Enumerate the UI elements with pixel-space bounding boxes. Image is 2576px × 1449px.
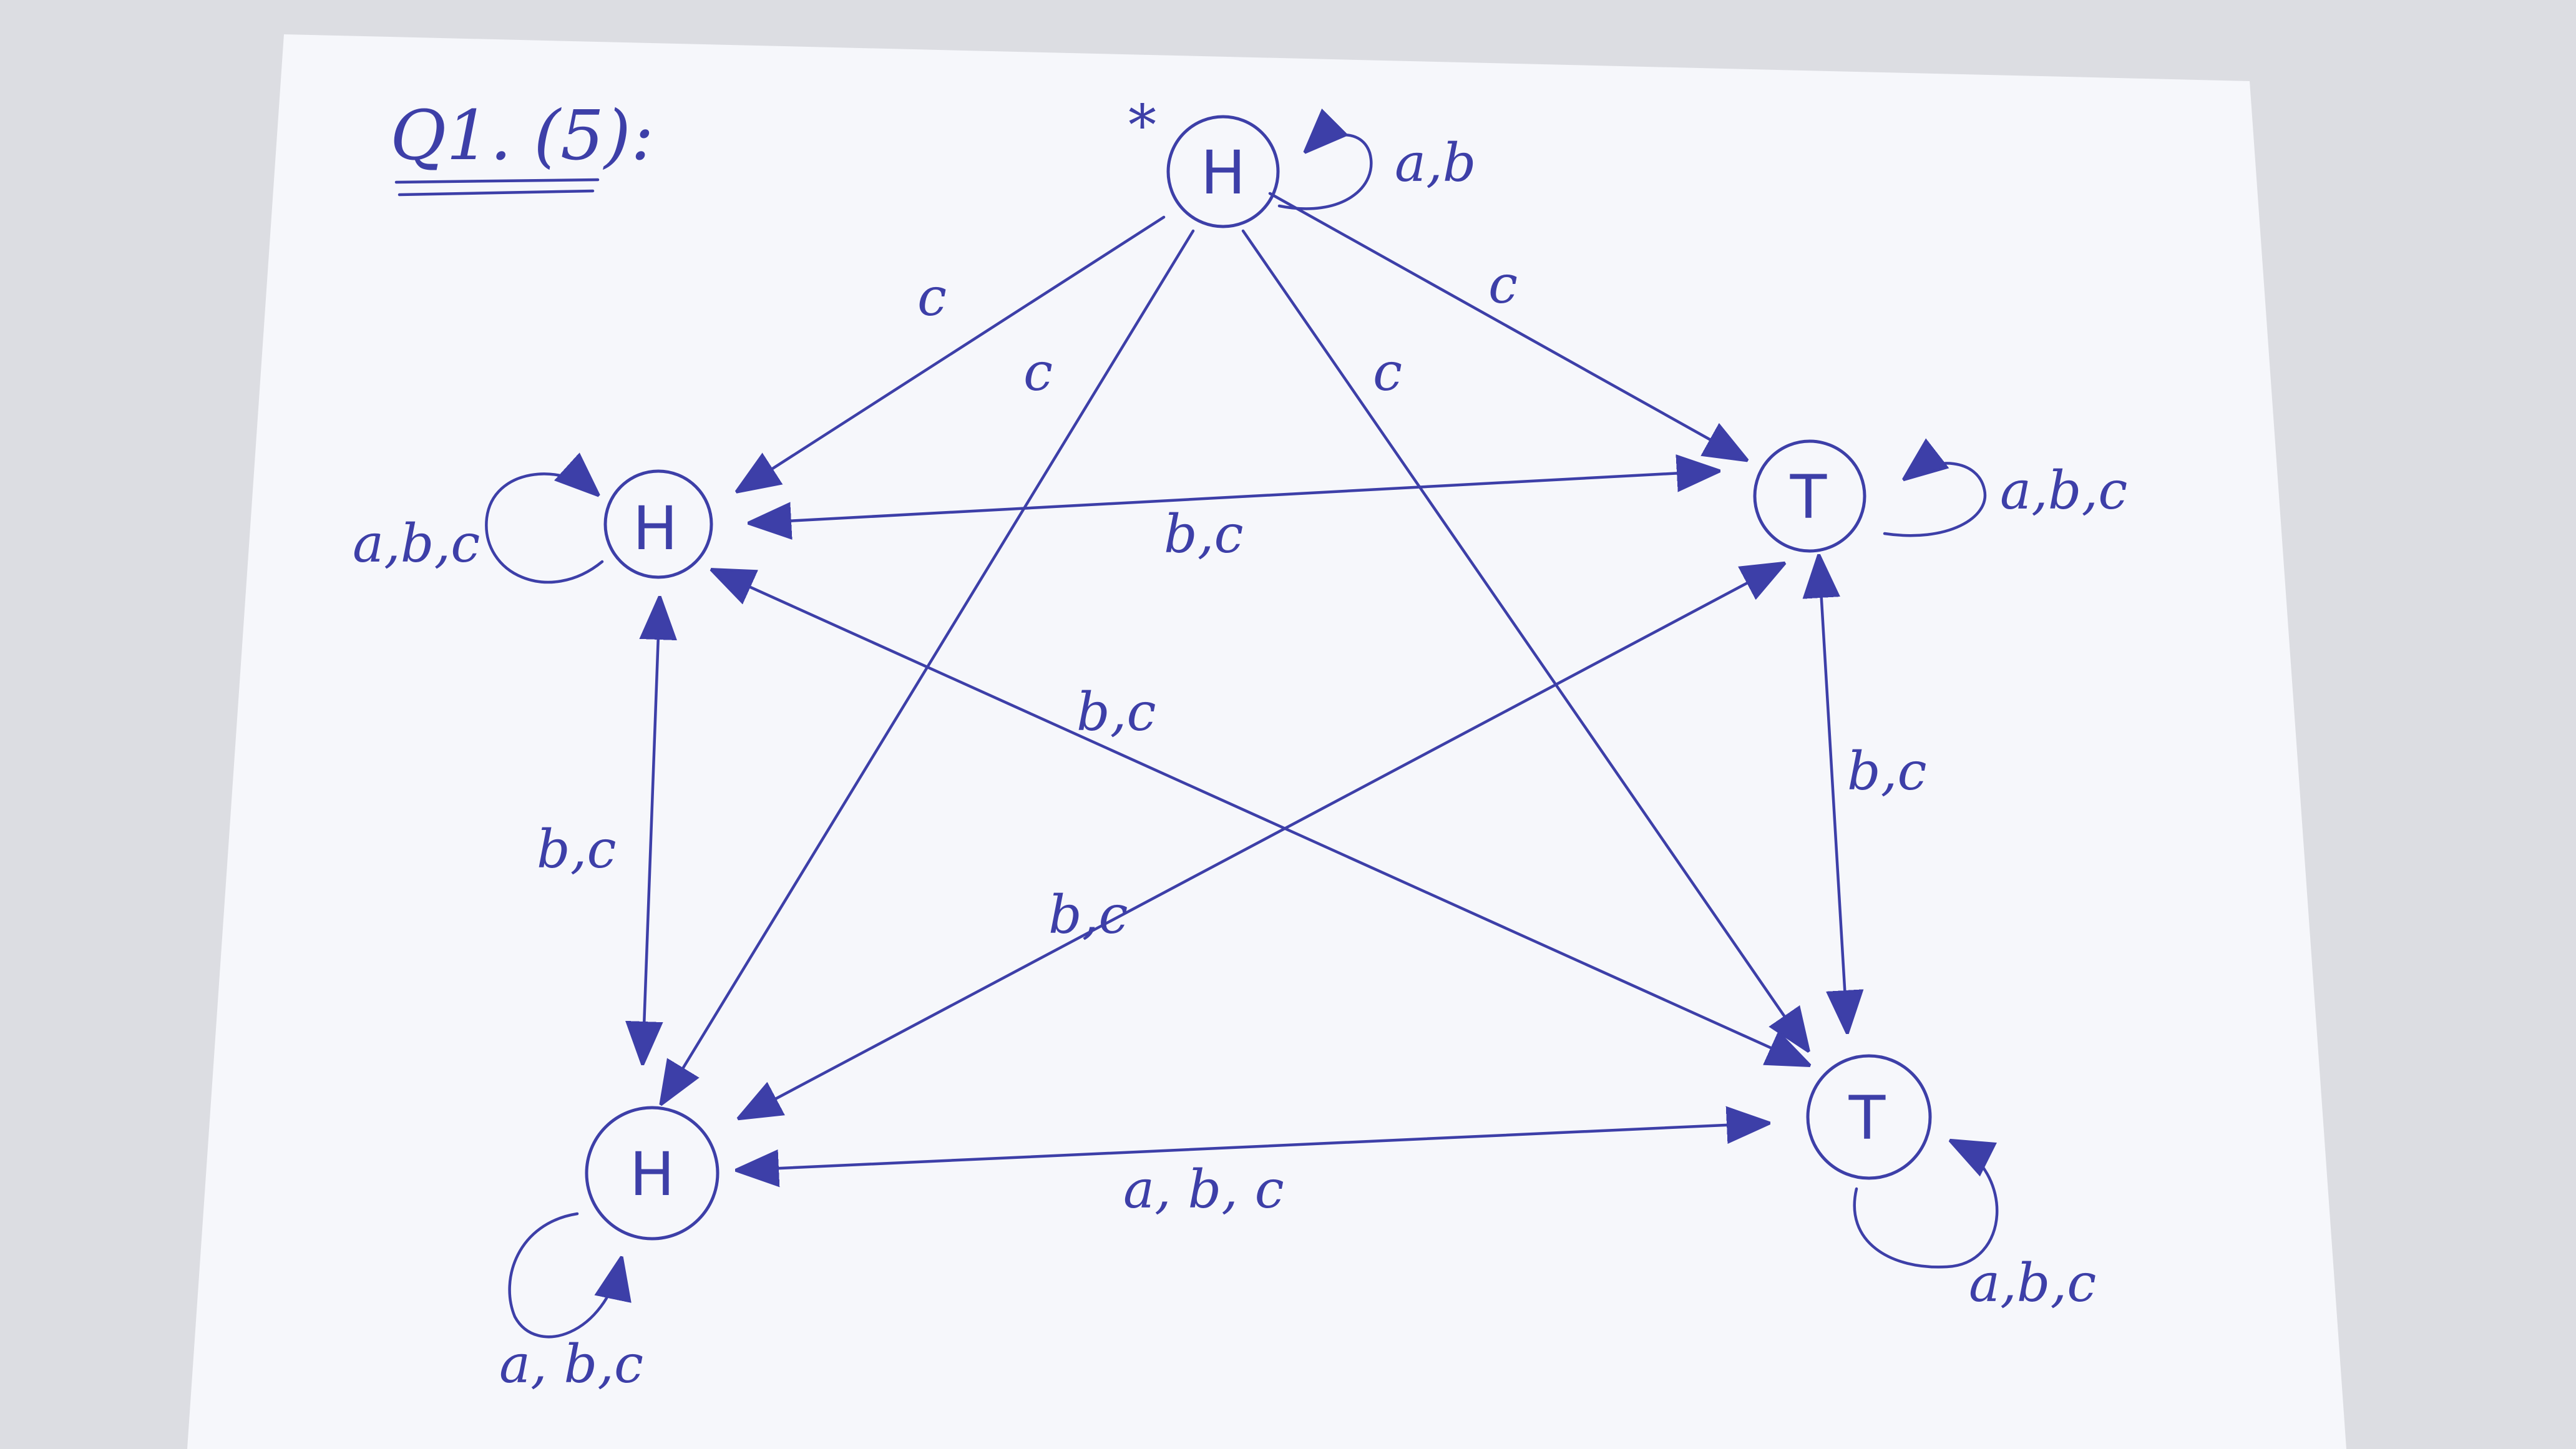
node-bottom-right-t: T <box>1806 1054 1932 1180</box>
loop-top <box>1277 135 1373 210</box>
node-circle <box>1753 439 1866 553</box>
edge-top-to-left <box>739 215 1166 490</box>
edge-left-right <box>752 471 1716 523</box>
label-bottom-left-right: b,c <box>1048 884 1128 945</box>
edge-right-bottom-right <box>1819 559 1847 1030</box>
node-label: T <box>1848 1083 1886 1153</box>
node-label: H <box>630 1139 675 1209</box>
node-circle <box>1806 1054 1932 1180</box>
node-top-h: H <box>1166 115 1280 228</box>
paper-sheet <box>187 34 2346 1449</box>
node-label: H <box>1201 138 1246 208</box>
node-label: H <box>633 494 678 564</box>
node-circle <box>585 1106 720 1241</box>
label-left-bottom-right: b,c <box>1076 681 1156 743</box>
label-left-right: b,c <box>1164 504 1244 565</box>
self-loops <box>485 135 1999 1339</box>
loop-bottom-left <box>508 1212 621 1339</box>
edge-bottom-left-bottom-right <box>739 1123 1766 1170</box>
loop-bottom-right <box>1853 1142 1999 1269</box>
node-bottom-left-h: H <box>585 1106 720 1241</box>
label-right-bottom-right: b,c <box>1847 741 1927 802</box>
label-loop-right: a,b,c <box>2000 460 2127 521</box>
edge-top-to-right <box>1268 192 1744 459</box>
node-circle <box>603 469 713 579</box>
node-left-h: H <box>603 469 713 579</box>
title-underline-2 <box>398 189 595 197</box>
node-right-t: T <box>1753 439 1866 553</box>
edge-labels: a,b a,b,c a,b,c a, b,c a,b,c c c c c b,c… <box>353 132 2127 1395</box>
edge-left-bottom-left <box>643 600 660 1061</box>
node-label: T <box>1790 462 1827 532</box>
label-top-left: c <box>917 266 947 328</box>
label-bottom-left-bottom-right: a, b, c <box>1123 1159 1284 1220</box>
label-top-bottom-left: c <box>1023 341 1053 402</box>
node-circle <box>1166 115 1280 228</box>
label-top-right: c <box>1488 254 1518 315</box>
label-loop-top: a,b <box>1395 132 1476 193</box>
label-top-bottom-right: c <box>1373 341 1402 402</box>
label-loop-bottom-right: a,b,c <box>1969 1252 2096 1314</box>
edge-bottom-left-right <box>741 565 1782 1117</box>
start-marker: * <box>1128 93 1156 159</box>
edges <box>643 192 1847 1170</box>
label-loop-bottom-left: a, b,c <box>499 1334 643 1395</box>
loop-left <box>485 474 604 584</box>
loop-right <box>1883 463 1987 537</box>
title-underline-1 <box>394 178 600 184</box>
label-loop-left: a,b,c <box>353 513 480 574</box>
question-title: Q1. (5): <box>390 95 654 197</box>
label-left-bottom-left: b,c <box>537 819 617 880</box>
title-text: Q1. (5): <box>390 95 654 175</box>
